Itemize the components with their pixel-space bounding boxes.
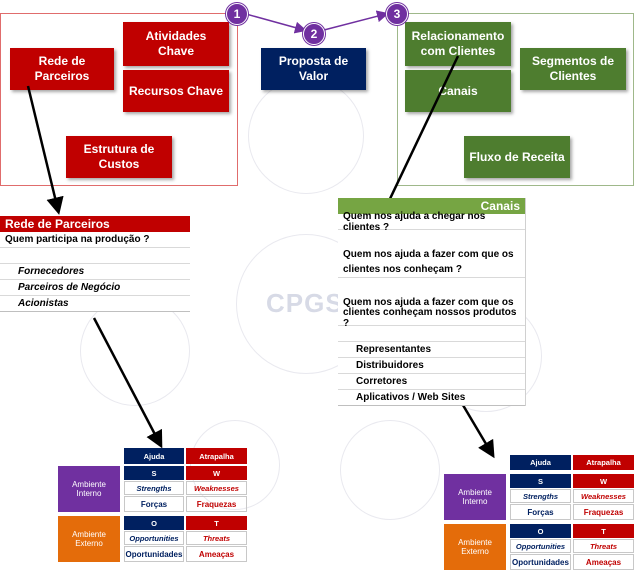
swot-ameacas: Ameaças <box>573 554 634 570</box>
block-canais: Canais <box>405 70 511 112</box>
partners-question: Quem participa na produção ? <box>0 232 190 248</box>
table-row-blank <box>0 248 190 264</box>
partners-table-header: Rede de Parceiros <box>0 216 190 232</box>
table-row-blank <box>338 278 525 294</box>
channels-table-header: Canais <box>338 198 525 214</box>
swot-o-letter: O <box>510 524 571 538</box>
watermark-circle <box>340 420 440 520</box>
swot-oportunidades: Oportunidades <box>510 554 571 570</box>
swot-w-letter: W <box>186 466 247 480</box>
badge-2: 2 <box>303 23 325 45</box>
swot-weaknesses: Weaknesses <box>186 481 247 495</box>
list-item-distribuidores: Distribuidores <box>338 358 525 374</box>
badge-3: 3 <box>386 3 408 25</box>
swot-fraquezas: Fraquezas <box>186 496 247 512</box>
watermark-text: CPGS <box>266 288 344 318</box>
swot-threats: Threats <box>186 531 247 545</box>
link-2-3 <box>313 10 389 39</box>
link-1-2 <box>235 5 307 34</box>
block-fluxo-receita: Fluxo de Receita <box>464 136 570 178</box>
swot-t-letter: T <box>573 524 634 538</box>
swot-internal-label: Ambiente Interno <box>444 474 506 520</box>
channels-q1: Quem nos ajuda a chegar nos clientes ? <box>338 211 525 233</box>
arrow-parceiros-table <box>26 85 64 215</box>
swot-ameacas: Ameaças <box>186 546 247 562</box>
channels-table: Canais Quem nos ajuda a chegar nos clien… <box>338 198 526 406</box>
channels-q3-line1: Quem nos ajuda a fazer com que os <box>343 296 514 308</box>
block-segmentos: Segmentos de Clientes <box>520 48 626 90</box>
swot-external-label: Ambiente Externo <box>58 516 120 562</box>
swot-opportunities: Opportunities <box>510 539 571 553</box>
arrow-canais-table <box>375 55 460 229</box>
swot-threats: Threats <box>573 539 634 553</box>
swot-weaknesses: Weaknesses <box>573 489 634 503</box>
swot-t-letter: T <box>186 516 247 530</box>
swot-o-letter: O <box>124 516 184 530</box>
block-atividades-chave: Atividades Chave <box>123 22 229 66</box>
swot-strengths: Strengths <box>510 489 571 503</box>
left-frame <box>0 13 238 186</box>
swot-forcas: Forças <box>124 496 184 512</box>
swot-hinder-header: Atrapalha <box>186 448 247 464</box>
swot-help-header: Ajuda <box>510 455 571 470</box>
watermark-circle <box>190 420 280 510</box>
swot-fraquezas: Fraquezas <box>573 504 634 520</box>
swot-s-letter: S <box>124 466 184 480</box>
table-row-blank <box>338 326 525 342</box>
channels-q2-line2: clientes nos conheçam ? <box>338 262 525 278</box>
swot-hinder-header: Atrapalha <box>573 455 634 470</box>
swot-w-letter: W <box>573 474 634 488</box>
block-proposta-valor: Proposta de Valor <box>261 48 366 90</box>
block-estrutura-custos: Estrutura de Custos <box>66 136 172 178</box>
swot-strengths: Strengths <box>124 481 184 495</box>
badge-1: 1 <box>226 3 248 25</box>
block-rede-parceiros: Rede de Parceiros <box>10 48 114 90</box>
list-item-fornecedores: Fornecedores <box>0 264 190 280</box>
swot-opportunities: Opportunities <box>124 531 184 545</box>
list-item-parceiros-negocio: Parceiros de Negócio <box>0 280 190 296</box>
swot-forcas: Forças <box>510 504 571 520</box>
swot-external-label: Ambiente Externo <box>444 524 506 570</box>
channels-q2-line1: Quem nos ajuda a fazer com que os <box>343 248 514 260</box>
list-item-corretores: Corretores <box>338 374 525 390</box>
partners-table: Rede de Parceiros Quem participa na prod… <box>0 216 190 312</box>
swot-oportunidades: Oportunidades <box>124 546 184 562</box>
swot-help-header: Ajuda <box>124 448 184 464</box>
list-item-acionistas: Acionistas <box>0 296 190 312</box>
swot-s-letter: S <box>510 474 571 488</box>
arrow-parceiros-swot <box>92 317 163 449</box>
block-recursos-chave: Recursos Chave <box>123 70 229 112</box>
channels-q3-line2: clientes conheçam nossos produtos ? <box>338 307 525 329</box>
swot-internal-label: Ambiente Interno <box>58 466 120 512</box>
list-item-aplicativos: Aplicativos / Web Sites <box>338 390 525 406</box>
list-item-representantes: Representantes <box>338 342 525 358</box>
